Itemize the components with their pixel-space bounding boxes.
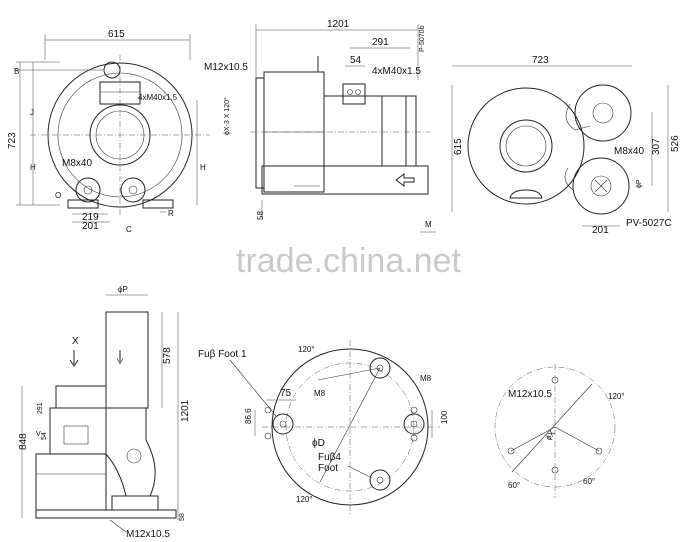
side-thread-label: 4xM40x1.5 xyxy=(372,66,421,77)
vv-phi-p: ϕP xyxy=(118,285,128,294)
side-length-label: 1201 xyxy=(327,19,350,30)
dim-100: 100 xyxy=(440,410,449,424)
vv-dim-58: 58 xyxy=(179,513,186,521)
letter-b: B xyxy=(14,67,19,76)
tr-bolt-label: M8x40 xyxy=(614,146,644,157)
foot1-label: Fuβ Foot 1 xyxy=(198,349,247,360)
letter-c: C xyxy=(126,225,132,234)
tr-dim-201: 201 xyxy=(592,225,609,236)
dim-86-6: 86.6 xyxy=(244,408,253,424)
front-width-label: 615 xyxy=(108,29,125,40)
top-right-view: 723 615 M8x40 307 526 ϕP 201 PV-5027C xyxy=(451,55,681,236)
tr-height-label: 615 xyxy=(453,138,464,155)
tr-letter-p: ϕP xyxy=(636,179,643,188)
letter-h-right: H xyxy=(200,163,206,172)
front-dim-219: 219 xyxy=(82,212,99,223)
vv-dim-848: 848 xyxy=(18,433,29,450)
watermark-text: trade.china.net xyxy=(236,242,461,280)
vv-dim-1201: 1201 xyxy=(180,399,191,422)
phi-d-label: ϕD xyxy=(312,438,325,449)
vertical-view: ϕP X 578 1201 848 291 54 V 58 M12x10.5 xyxy=(18,285,191,540)
flange-plan-view: M12x10.5 ϕX 120° 60° 60° xyxy=(494,364,625,498)
letter-r: R xyxy=(168,209,174,218)
m8-left: M8 xyxy=(314,389,326,398)
tr-dim-526: 526 xyxy=(670,135,681,152)
flange-bolt-label: M12x10.5 xyxy=(508,389,552,400)
side-view: 1201 P-5070b 291 54 4xM40x1.5 M12x10.5 ϕ… xyxy=(204,19,436,233)
foot-plan-view: Fuβ Foot 1 120° 120° 75 M8 M8 86.6 100 ϕ… xyxy=(198,340,449,515)
m8-right: M8 xyxy=(420,374,432,383)
letter-j: J xyxy=(30,108,34,117)
letter-o: O xyxy=(55,191,61,200)
front-height-label: 723 xyxy=(7,132,18,149)
side-bolt-circle-label: ϕX-3 X 120° xyxy=(223,97,231,135)
flange-angle-120: 120° xyxy=(608,392,625,401)
front-dim-201: 201 xyxy=(82,221,99,232)
side-dim-54: 54 xyxy=(350,55,362,66)
vv-dim-54: 54 xyxy=(41,432,48,440)
tr-model-label: PV-5027C xyxy=(626,218,672,229)
tr-width-label: 723 xyxy=(532,55,549,66)
angle-bottom: 120° xyxy=(296,495,313,504)
front-bolt-label: M8x40 xyxy=(62,158,92,169)
side-bolt-label: M12x10.5 xyxy=(204,62,248,73)
angle-top: 120° xyxy=(298,345,315,354)
vv-x-label: X xyxy=(72,336,79,347)
vv-letter-v: V xyxy=(36,431,41,438)
front-thread-label: 4xM40x1.5 xyxy=(138,93,178,102)
front-view: 615 723 B J H H O 4xM40x1.5 M8x40 xyxy=(7,29,210,234)
vv-bolt-label: M12x10.5 xyxy=(126,529,170,540)
flange-angle-60-right: 60° xyxy=(583,477,595,486)
tr-dim-307: 307 xyxy=(651,138,662,155)
dim-75: 75 xyxy=(280,388,292,399)
vv-dim-291: 291 xyxy=(37,402,44,414)
letter-h-left: H xyxy=(30,163,36,172)
flange-angle-60-left: 60° xyxy=(508,481,520,490)
vv-dim-578: 578 xyxy=(162,347,173,364)
side-dim-291: 291 xyxy=(372,37,389,48)
side-dim-58: 58 xyxy=(256,211,265,220)
side-letter-m: M xyxy=(425,220,432,229)
foot-label: Foot xyxy=(318,463,338,474)
foot4-label: Fuβ4 xyxy=(318,452,341,463)
side-model-label: P-5070b xyxy=(419,25,426,52)
